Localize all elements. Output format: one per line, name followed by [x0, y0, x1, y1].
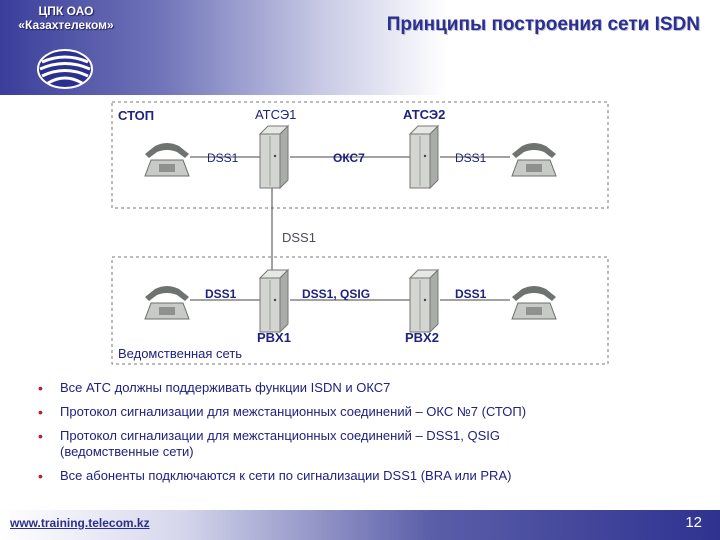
link-label-top-middle: ОКС7 — [333, 151, 365, 165]
bullet-item: • Все абоненты подключаются к сети по си… — [38, 468, 688, 484]
bullet-text-continuation: (ведомственные сети) — [60, 444, 194, 459]
link-label-bottom-left: DSS1 — [205, 287, 237, 301]
organization-line-1: ЦПК ОАО — [38, 4, 94, 18]
ats2-station-icon — [409, 125, 439, 189]
organization-name: ЦПК ОАО «Казахтелеком» — [0, 4, 132, 32]
link-label-bottom-right: DSS1 — [455, 287, 487, 301]
bullet-text: Протокол сигнализации для межстанционных… — [60, 404, 527, 419]
pbx1-label: PBX1 — [257, 330, 291, 345]
public-network-zone — [111, 101, 609, 209]
slide-footer: www.training.telecom.kz 12 — [0, 510, 720, 540]
bullet-item: • Протокол сигнализации для межстанционн… — [38, 404, 688, 420]
link-label-vertical: DSS1 — [282, 230, 316, 245]
link-label-top-left: DSS1 — [207, 151, 239, 165]
website-link[interactable]: www.training.telecom.kz — [10, 516, 150, 530]
telephone-icon — [144, 142, 190, 177]
ats2-label: АТСЭ2 — [403, 107, 445, 122]
bullet-item: • Все АТС должны поддерживать функции IS… — [38, 380, 688, 396]
company-logo-icon — [37, 49, 93, 89]
network-diagram: СТОП АТСЭ1 АТСЭ2 DSS1 ОКС7 DSS1 DSS1 DSS… — [111, 101, 609, 365]
telephone-icon — [144, 285, 190, 320]
public-network-label: СТОП — [118, 108, 154, 123]
pbx1-station-icon — [259, 269, 289, 333]
bullet-text: Все абоненты подключаются к сети по сигн… — [60, 468, 512, 483]
bullet-marker-icon: • — [38, 468, 43, 484]
slide-title: Принципы построения сети ISDN — [386, 14, 700, 35]
link-label-top-right: DSS1 — [455, 151, 487, 165]
bullet-text: Протокол сигнализации для межстанционных… — [60, 428, 500, 443]
organization-line-2: «Казахтелеком» — [18, 18, 114, 32]
bullet-marker-icon: • — [38, 404, 43, 420]
pbx2-station-icon — [409, 269, 439, 333]
bullet-marker-icon: • — [38, 380, 43, 396]
bullet-text: Все АТС должны поддерживать функции ISDN… — [60, 380, 391, 395]
page-number: 12 — [685, 514, 702, 531]
pbx2-label: PBX2 — [405, 330, 439, 345]
bullet-marker-icon: • — [38, 428, 43, 444]
ats1-station-icon — [259, 125, 289, 189]
bullet-item: • Протокол сигнализации для межстанционн… — [38, 428, 688, 460]
bullet-list: • Все АТС должны поддерживать функции IS… — [38, 380, 688, 492]
slide-header: ЦПК ОАО «Казахтелеком» Принципы построен… — [0, 0, 720, 95]
ats1-label: АТСЭ1 — [255, 107, 296, 122]
telephone-icon — [511, 285, 557, 320]
corporate-network-zone — [111, 256, 609, 365]
corporate-network-label: Ведомственная сеть — [118, 346, 242, 361]
link-label-bottom-middle: DSS1, QSIG — [302, 287, 370, 301]
telephone-icon — [511, 142, 557, 177]
